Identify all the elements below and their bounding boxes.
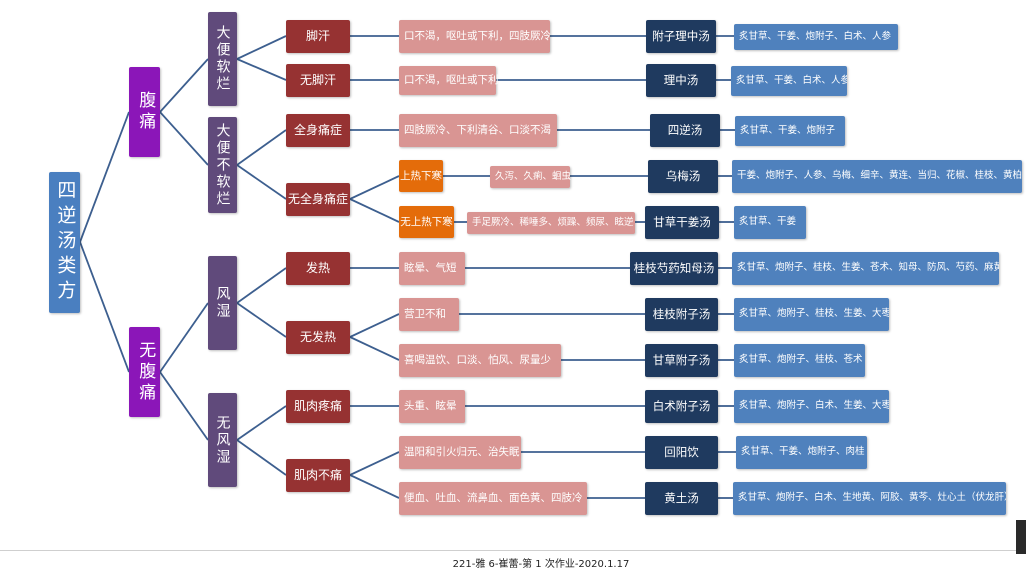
node-not-loose-stool: 大便不软烂 bbox=[208, 117, 237, 213]
node-no-body-pain: 无全身痛症 bbox=[286, 183, 350, 216]
herb-box: 炙甘草、炮附子、桂枝、苍术 bbox=[734, 344, 865, 377]
footer-caption: 221-雅 6-崔蕾-第 1 次作业-2020.1.17 bbox=[452, 559, 630, 570]
node-no-foot-sweat: 无脚汗 bbox=[286, 64, 350, 97]
formula-box: 甘草干姜汤 bbox=[645, 206, 719, 239]
node-no-abdominal-pain: 无腹痛 bbox=[129, 327, 160, 417]
node-no-fever: 无发热 bbox=[286, 321, 350, 354]
connector-line bbox=[236, 164, 287, 200]
herb-box: 炙甘草、干姜、炮附子、肉桂 bbox=[736, 436, 867, 469]
connector-line bbox=[349, 474, 400, 499]
node-no-wind-damp: 无风湿 bbox=[208, 393, 237, 487]
condition-box: 口不渴，呕吐或下利，四肢厥冷 bbox=[399, 20, 551, 53]
condition-box: 四肢厥冷、下利清谷、口淡不渴 bbox=[399, 114, 557, 147]
connector-line bbox=[159, 58, 209, 113]
herb-box: 炙甘草、干姜 bbox=[734, 206, 806, 239]
node-no-upper-heat-lower-cold: 无上热下寒 bbox=[399, 206, 454, 238]
node-wind-damp: 风湿 bbox=[208, 256, 237, 350]
condition-box: 喜喝温饮、口淡、怕风、尿量少 bbox=[399, 344, 561, 377]
footer-bar: 221-雅 6-崔蕾-第 1 次作业-2020.1.17 bbox=[0, 550, 1026, 570]
condition-box: 头重、眩晕 bbox=[399, 390, 465, 423]
formula-box: 四逆汤 bbox=[650, 114, 720, 147]
condition-box: 手足厥冷、稀唾多、烦躁、频尿、眩逆 bbox=[467, 212, 635, 234]
connector-line bbox=[236, 439, 287, 476]
formula-box: 黄土汤 bbox=[645, 482, 718, 515]
scrollbar-thumb[interactable] bbox=[1016, 520, 1026, 554]
herb-box: 炙甘草、炮附子、桂枝、生姜、苍术、知母、防风、芍药、麻黄 bbox=[732, 252, 999, 285]
condition-box: 营卫不和 bbox=[399, 298, 459, 331]
root-node: 四逆汤类方 bbox=[49, 172, 80, 313]
footer-divider bbox=[0, 550, 1026, 551]
node-foot-sweat: 脚汗 bbox=[286, 20, 350, 53]
condition-box: 久泻、久痢、蛔虫 bbox=[490, 166, 571, 188]
herb-box: 干姜、炮附子、人参、乌梅、细辛、黄连、当归、花椒、桂枝、黄柏 bbox=[732, 160, 1022, 193]
connector-line bbox=[236, 267, 287, 304]
formula-box: 桂枝芍药知母汤 bbox=[630, 252, 718, 285]
connector-line bbox=[236, 58, 287, 81]
formula-box: 乌梅汤 bbox=[648, 160, 718, 193]
connector-line bbox=[349, 198, 400, 223]
connector-line bbox=[159, 302, 209, 373]
node-loose-stool: 大便软烂 bbox=[208, 12, 237, 106]
herb-box: 炙甘草、炮附子、桂枝、生姜、大枣 bbox=[734, 298, 889, 331]
node-no-muscle-pain: 肌肉不痛 bbox=[286, 459, 350, 492]
connector-line bbox=[349, 451, 400, 476]
node-fever: 发热 bbox=[286, 252, 350, 285]
connector-line bbox=[236, 129, 287, 166]
condition-box: 口不渴，呕吐或下利 bbox=[399, 66, 499, 95]
connector-line bbox=[236, 35, 287, 60]
connector-line bbox=[236, 405, 287, 441]
herb-box: 炙甘草、干姜、白术、人参 bbox=[731, 66, 847, 96]
connector-line bbox=[349, 313, 400, 338]
herb-box: 炙甘草、干姜、炮附子 bbox=[735, 116, 845, 146]
node-body-pain: 全身痛症 bbox=[286, 114, 350, 147]
formula-box: 理中汤 bbox=[646, 64, 716, 97]
connector-line bbox=[159, 371, 209, 441]
formula-box: 桂枝附子汤 bbox=[645, 298, 718, 331]
connector-line bbox=[349, 175, 400, 200]
formula-box: 回阳饮 bbox=[645, 436, 718, 469]
connector-line bbox=[79, 241, 130, 373]
node-muscle-pain: 肌肉疼痛 bbox=[286, 390, 350, 423]
connector-line bbox=[79, 111, 130, 243]
condition-box: 温阳和引火归元、治失眠 bbox=[399, 436, 521, 469]
connector-line bbox=[236, 302, 287, 338]
node-upper-heat-lower-cold: 上热下寒 bbox=[399, 160, 443, 192]
condition-box: 眩晕、气短 bbox=[399, 252, 465, 285]
formula-box: 白术附子汤 bbox=[645, 390, 718, 423]
connector-line bbox=[159, 111, 209, 166]
formula-box: 甘草附子汤 bbox=[645, 344, 718, 377]
herb-box: 炙甘草、干姜、炮附子、白术、人参 bbox=[734, 24, 898, 50]
formula-box: 附子理中汤 bbox=[646, 20, 716, 53]
node-abdominal-pain: 腹痛 bbox=[129, 67, 160, 157]
herb-box: 炙甘草、炮附子、白术、生姜、大枣 bbox=[734, 390, 889, 423]
herb-box: 炙甘草、炮附子、白术、生地黄、阿胶、黄芩、灶心土（伏龙肝） bbox=[733, 482, 1006, 515]
condition-box: 便血、吐血、流鼻血、面色黄、四肢冷 bbox=[399, 482, 587, 515]
connector-line bbox=[349, 336, 400, 361]
